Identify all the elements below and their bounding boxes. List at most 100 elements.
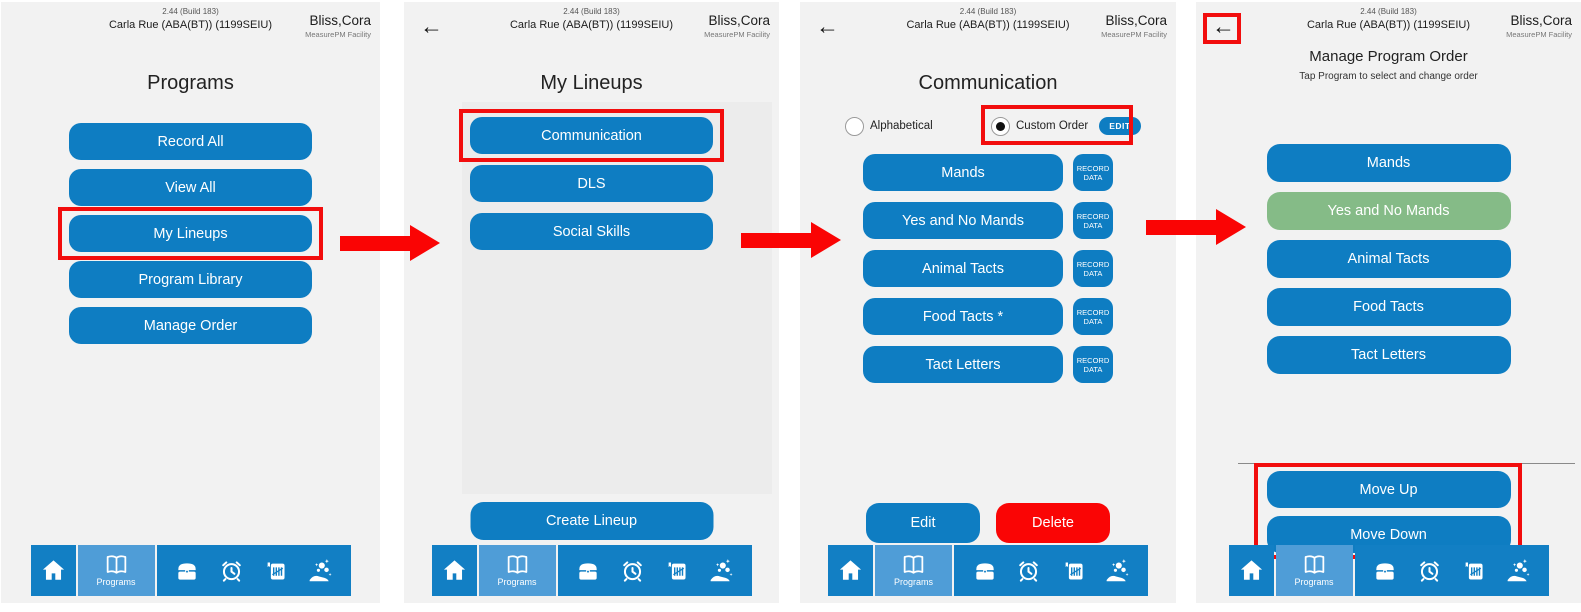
bottom-nav: Programs xyxy=(828,545,1148,596)
client-block: Bliss,Cora MeasurePM Facility xyxy=(1101,13,1167,39)
menu-button[interactable]: Manage Order xyxy=(69,307,312,344)
nav-slot: Programs xyxy=(1196,543,1581,603)
lineup-button[interactable]: Communication xyxy=(459,109,724,162)
nav-calendar-tab[interactable] xyxy=(261,558,289,584)
calendar-tally-icon xyxy=(1459,558,1487,584)
nav-home-tab[interactable] xyxy=(431,545,477,596)
record-data-button[interactable]: RECORD DATA xyxy=(1073,346,1113,383)
record-data-line2: DATA xyxy=(1083,172,1103,182)
lineup-button[interactable]: DLS xyxy=(470,165,713,202)
hand-sparkles-icon xyxy=(1103,557,1131,584)
program-button[interactable]: Animal Tacts xyxy=(863,250,1063,287)
nav-programs-label: Programs xyxy=(893,577,933,587)
nav-icon-group xyxy=(1354,545,1549,596)
menu-button[interactable]: Record All xyxy=(69,123,312,160)
nav-calendar-tab[interactable] xyxy=(662,558,690,584)
order-program-button[interactable]: Food Tacts xyxy=(1266,288,1511,326)
record-data-button[interactable]: RECORD DATA xyxy=(1073,298,1113,335)
record-data-button[interactable]: RECORD DATA xyxy=(1073,250,1113,287)
nav-rewards-tab[interactable] xyxy=(306,557,334,584)
facility-name: MeasurePM Facility xyxy=(1101,30,1167,39)
back-button[interactable]: ← xyxy=(420,13,443,39)
menu-button[interactable]: Program Library xyxy=(69,261,312,298)
program-button[interactable]: Mands xyxy=(863,154,1063,191)
menu-button[interactable]: View All xyxy=(69,169,312,206)
edit-lineup-button[interactable]: Edit xyxy=(866,503,980,543)
nav-home-tab[interactable] xyxy=(30,545,76,596)
flow-arrow-1 xyxy=(340,225,440,261)
page-title: Communication xyxy=(918,72,1058,94)
order-program-button[interactable]: Tact Letters xyxy=(1266,336,1511,374)
phone-screen-manage-order: ← 2.44 (Build 183) Carla Rue (ABA(BT)) (… xyxy=(1196,2,1581,603)
program-row: Animal Tacts RECORD DATA xyxy=(863,250,1113,287)
delete-lineup-button[interactable]: Delete xyxy=(996,503,1110,543)
screen-header: ← 2.44 (Build 183) Carla Rue (ABA(BT)) (… xyxy=(800,2,1176,48)
program-button[interactable]: Yes and No Mands xyxy=(863,202,1063,239)
alarm-clock-icon xyxy=(1416,557,1443,584)
order-program-button[interactable]: Mands xyxy=(1266,144,1511,182)
record-data-line1: RECORD xyxy=(1076,163,1110,173)
app-version: 2.44 (Build 183) xyxy=(162,7,219,16)
record-data-line2: DATA xyxy=(1083,268,1103,278)
nav-rewards-tab[interactable] xyxy=(1504,557,1532,584)
nav-reinforcers-tab[interactable] xyxy=(1371,558,1399,584)
sort-alphabetical-option: Alphabetical xyxy=(845,112,933,140)
client-name: Bliss,Cora xyxy=(309,13,371,28)
nav-schedule-tab[interactable] xyxy=(218,557,245,584)
app-version: 2.44 (Build 183) xyxy=(1360,7,1417,16)
calendar-tally-icon xyxy=(1059,558,1087,584)
program-button[interactable]: Food Tacts * xyxy=(863,298,1063,335)
nav-calendar-tab[interactable] xyxy=(1059,558,1087,584)
nav-schedule-tab[interactable] xyxy=(1015,557,1042,584)
nav-rewards-tab[interactable] xyxy=(1103,557,1131,584)
back-button[interactable]: ← xyxy=(816,13,839,39)
record-data-line1: RECORD xyxy=(1076,307,1110,317)
nav-rewards-tab[interactable] xyxy=(707,557,735,584)
alarm-clock-icon xyxy=(1015,557,1042,584)
custom-order-radio[interactable] xyxy=(991,116,1010,136)
nav-home-tab[interactable] xyxy=(828,545,873,596)
back-button[interactable]: ← xyxy=(1212,13,1235,39)
nav-calendar-tab[interactable] xyxy=(1459,558,1487,584)
alphabetical-label: Alphabetical xyxy=(870,120,933,132)
client-name: Bliss,Cora xyxy=(1510,13,1572,28)
nav-reinforcers-tab[interactable] xyxy=(173,558,201,584)
nav-icon-group xyxy=(557,545,752,596)
book-icon xyxy=(901,554,926,576)
nav-reinforcers-tab[interactable] xyxy=(971,558,999,584)
section-divider xyxy=(1238,463,1575,464)
move-up-button[interactable]: Move Up xyxy=(1266,471,1511,508)
nav-programs-tab[interactable]: Programs xyxy=(478,545,556,596)
program-list: Mands RECORD DATA Yes and No Mands RECOR… xyxy=(800,154,1176,383)
client-block: Bliss,Cora MeasurePM Facility xyxy=(1506,13,1572,39)
move-controls: Move Up Move Down xyxy=(1196,471,1581,553)
lineup-button[interactable]: Social Skills xyxy=(470,213,713,250)
flow-arrow-3 xyxy=(1146,209,1246,245)
record-data-button[interactable]: RECORD DATA xyxy=(1073,202,1113,239)
edit-order-badge[interactable]: EDIT xyxy=(1099,117,1141,135)
order-program-button[interactable]: Yes and No Mands xyxy=(1266,192,1511,230)
nav-reinforcers-tab[interactable] xyxy=(574,558,602,584)
facility-name: MeasurePM Facility xyxy=(704,30,770,39)
logged-in-user: Carla Rue (ABA(BT)) (1199SEIU) xyxy=(906,19,1070,31)
record-data-button[interactable]: RECORD DATA xyxy=(1073,154,1113,191)
menu-button[interactable]: My Lineups xyxy=(58,207,323,260)
nav-programs-tab[interactable]: Programs xyxy=(1275,545,1353,596)
nav-schedule-tab[interactable] xyxy=(619,557,646,584)
page-title: Manage Program Order xyxy=(1309,48,1468,65)
nav-schedule-tab[interactable] xyxy=(1416,557,1443,584)
program-button[interactable]: Tact Letters xyxy=(863,346,1063,383)
treasure-chest-icon xyxy=(1371,558,1399,584)
create-lineup-button[interactable]: Create Lineup xyxy=(470,502,713,540)
nav-programs-tab[interactable]: Programs xyxy=(77,545,155,596)
client-name: Bliss,Cora xyxy=(1105,13,1167,28)
treasure-chest-icon xyxy=(173,558,201,584)
alphabetical-radio[interactable] xyxy=(845,116,864,136)
nav-programs-tab[interactable]: Programs xyxy=(875,545,952,596)
phone-screen-my-lineups: ← 2.44 (Build 183) Carla Rue (ABA(BT)) (… xyxy=(404,2,779,603)
book-icon xyxy=(104,554,129,576)
order-program-button[interactable]: Animal Tacts xyxy=(1266,240,1511,278)
nav-home-tab[interactable] xyxy=(1228,545,1274,596)
hand-sparkles-icon xyxy=(306,557,334,584)
